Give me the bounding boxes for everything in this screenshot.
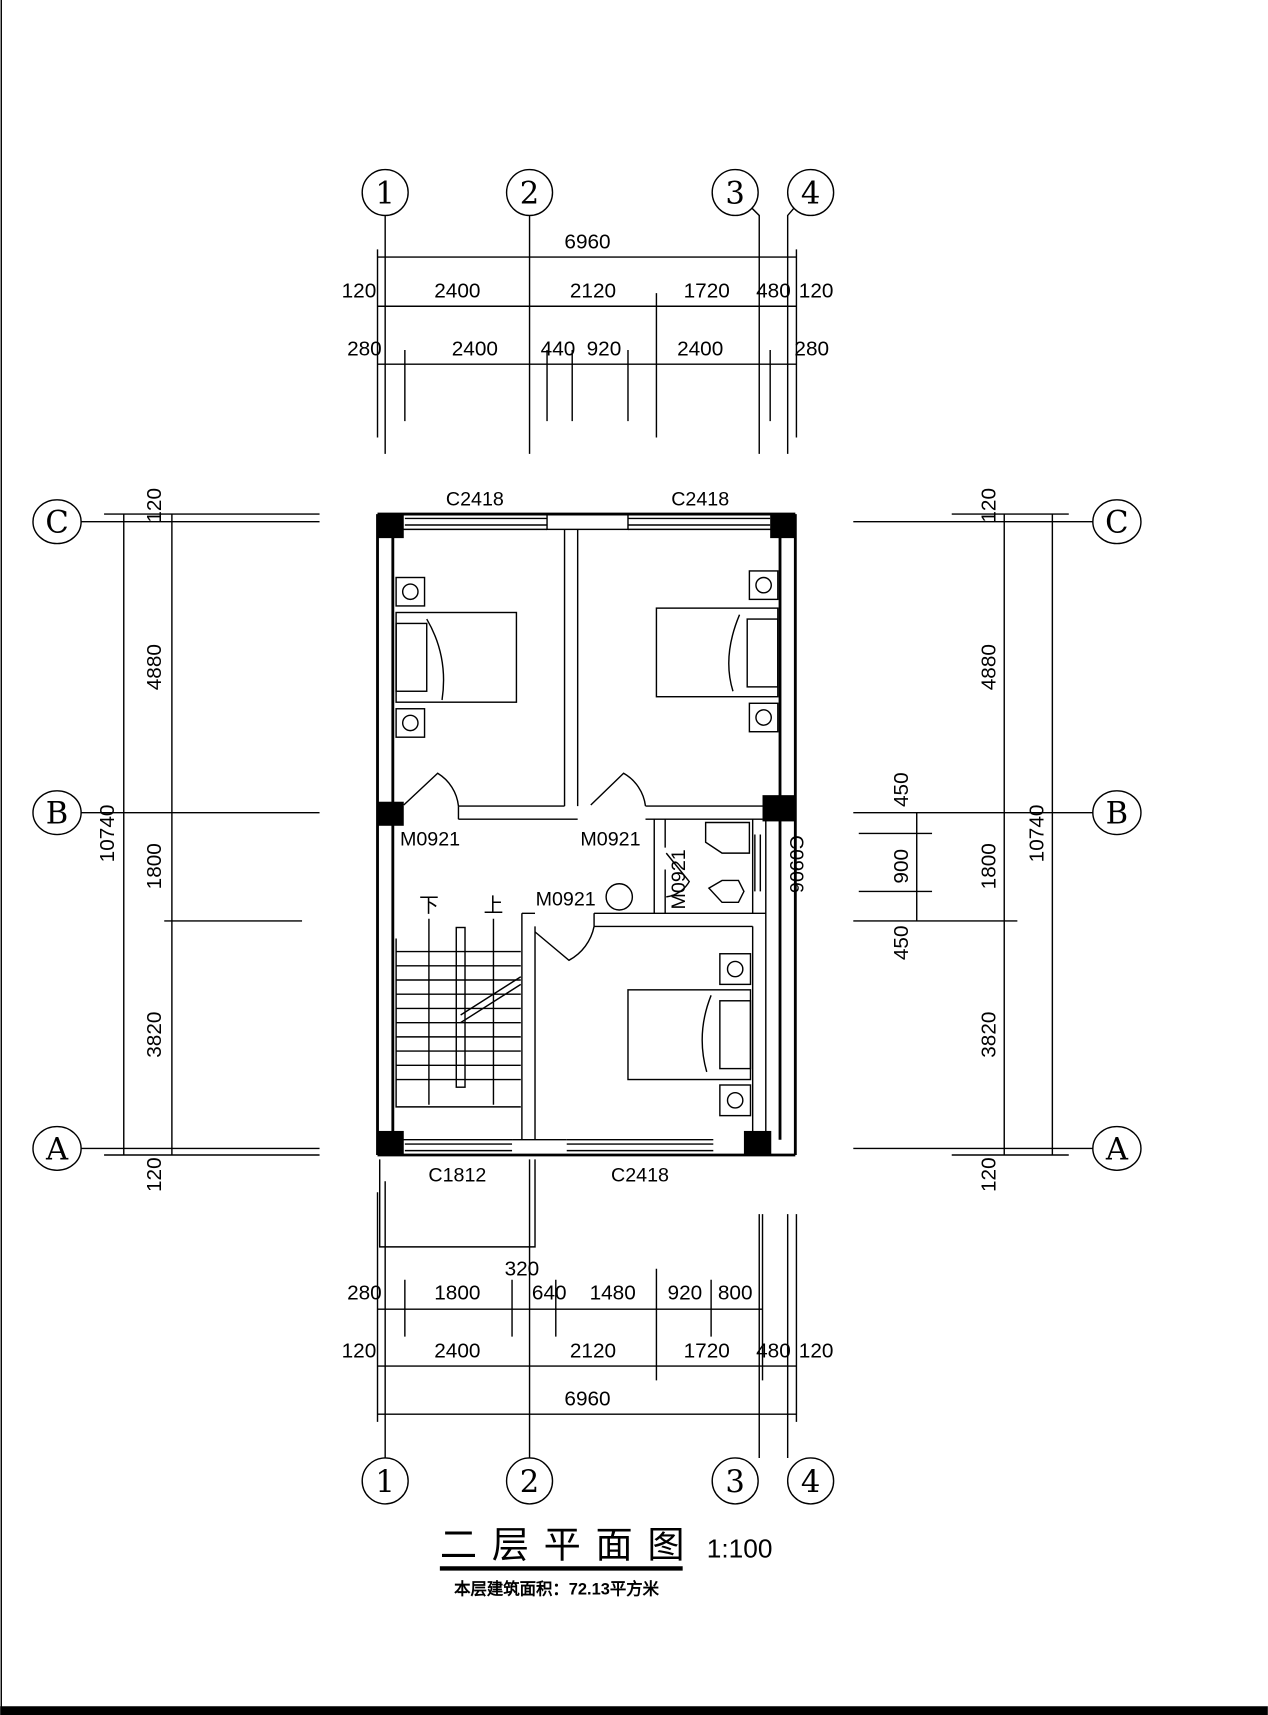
dim-bottom-total: 6960 bbox=[564, 1387, 610, 1410]
dim-right-win-1: 900 bbox=[890, 849, 913, 884]
axis-label-B: B bbox=[46, 797, 69, 832]
dim-right-0: 120 bbox=[977, 488, 1000, 523]
door-swing-3 bbox=[665, 852, 691, 898]
dim-left-3: 3820 bbox=[143, 1012, 166, 1058]
dim-bottom-r3-1: 1800 bbox=[434, 1281, 480, 1304]
dim-left-4: 120 bbox=[143, 1157, 166, 1192]
dim-bottom-r2-0: 120 bbox=[342, 1339, 377, 1362]
dim-top-r2-1: 2400 bbox=[434, 280, 480, 303]
right-dimensions: 120 4880 1800 3820 120 10740 450 900 450 bbox=[890, 488, 1054, 1192]
dim-bottom-r3-6: 800 bbox=[718, 1281, 753, 1304]
dim-bottom-r2-4: 480 bbox=[756, 1339, 791, 1362]
dim-right-2: 1800 bbox=[977, 843, 1000, 889]
dim-bottom-r3-0: 280 bbox=[347, 1281, 382, 1304]
shower-tray-icon bbox=[704, 821, 751, 854]
axis-label-B-right: B bbox=[1106, 797, 1129, 832]
dim-top-r2-2: 2120 bbox=[570, 280, 616, 303]
axis-label-2: 2 bbox=[520, 176, 539, 211]
dim-bottom-r2-2: 2120 bbox=[570, 1339, 616, 1362]
axis-label-A: A bbox=[45, 1132, 69, 1167]
bottom-dimensions: 6960 120 2400 2120 1720 480 120 280 1800… bbox=[342, 1159, 834, 1422]
door-label-1: M0921 bbox=[400, 828, 460, 850]
drawing-scale: 1:100 bbox=[707, 1534, 773, 1564]
axis-bubbles-top: 1 2 3 4 bbox=[361, 168, 835, 454]
bed-2 bbox=[655, 570, 779, 733]
axis-bubbles-bottom: 1 2 3 4 bbox=[361, 1159, 835, 1505]
stair-up-label: 上 bbox=[484, 895, 504, 917]
window-label-top-left: C2418 bbox=[446, 488, 504, 510]
top-dimensions: 6960 120 2400 2120 1720 480 120 280 2400… bbox=[342, 230, 834, 438]
window-label-top-right: C2418 bbox=[671, 488, 729, 510]
dim-bottom-r2-3: 1720 bbox=[684, 1339, 730, 1362]
dim-left-2: 1800 bbox=[143, 843, 166, 889]
dim-bottom-r3-3: 640 bbox=[532, 1281, 567, 1304]
dim-bottom-r2-5: 120 bbox=[799, 1339, 834, 1362]
bed-3 bbox=[627, 953, 752, 1117]
dim-right-1: 4880 bbox=[977, 644, 1000, 690]
dim-left-1: 4880 bbox=[143, 644, 166, 690]
axis-label-A-right: A bbox=[1105, 1132, 1129, 1167]
door-label-4: M0921 bbox=[536, 889, 596, 911]
axis-label-C: C bbox=[45, 506, 68, 541]
axis-bubbles-left: C B A bbox=[32, 499, 320, 1172]
toilet-icon bbox=[707, 879, 745, 904]
dim-left-0: 120 bbox=[143, 488, 166, 523]
building-walls bbox=[376, 512, 797, 1157]
dim-top-r3-2: 440 bbox=[541, 337, 576, 360]
stair-down-label: 下 bbox=[419, 895, 439, 917]
dim-bottom-r3-4: 1480 bbox=[590, 1281, 636, 1304]
axis-label-4: 4 bbox=[801, 176, 820, 211]
title-underline bbox=[439, 1566, 683, 1571]
dim-top-r2-0: 120 bbox=[342, 280, 377, 303]
dim-top-r3-4: 2400 bbox=[677, 337, 723, 360]
door-label-2: M0921 bbox=[580, 828, 640, 850]
dim-right-win-0: 450 bbox=[890, 772, 913, 807]
floor-area-note: 本层建筑面积：72.13平方米 bbox=[454, 1580, 660, 1599]
dim-top-r2-3: 1720 bbox=[684, 280, 730, 303]
door-swing-4 bbox=[534, 926, 595, 962]
door-label-3: M0921 bbox=[668, 849, 690, 909]
window-label-bottom-right: C2418 bbox=[611, 1164, 669, 1186]
dim-top-r2-4: 480 bbox=[756, 280, 791, 303]
door-swing-1 bbox=[403, 772, 460, 807]
axis-label-1: 1 bbox=[375, 176, 394, 211]
frame-bottom-bar bbox=[0, 1706, 1268, 1715]
dim-right-4: 120 bbox=[977, 1157, 1000, 1192]
axis-label-4-bottom: 4 bbox=[801, 1465, 820, 1500]
washbasin-icon bbox=[605, 883, 634, 911]
axis-label-2-bottom: 2 bbox=[520, 1465, 539, 1500]
axis-label-3-bottom: 3 bbox=[725, 1465, 744, 1500]
door-swing-2 bbox=[590, 772, 647, 807]
axis-label-C-right: C bbox=[1105, 506, 1128, 541]
dim-bottom-r3-5: 920 bbox=[668, 1281, 703, 1304]
window-label-bath: C0906 bbox=[785, 835, 807, 893]
drawing-title: 二 层 平 面 图 bbox=[440, 1524, 687, 1566]
dim-top-total: 6960 bbox=[564, 230, 610, 253]
dim-bottom-r2-1: 2400 bbox=[434, 1339, 480, 1362]
dim-right-win-2: 450 bbox=[890, 925, 913, 960]
window-label-bottom-left: C1812 bbox=[428, 1164, 486, 1186]
left-dimensions: 120 4880 1800 3820 120 10740 bbox=[96, 488, 173, 1192]
dim-top-r3-5: 280 bbox=[794, 337, 829, 360]
dim-top-r3-0: 280 bbox=[347, 337, 382, 360]
dim-right-total: 10740 bbox=[1026, 805, 1049, 863]
dim-top-r3-1: 2400 bbox=[452, 337, 498, 360]
axis-label-3: 3 bbox=[725, 176, 744, 211]
staircase bbox=[395, 918, 522, 1108]
dim-left-total: 10740 bbox=[96, 805, 119, 863]
axis-bubbles-right: C B A bbox=[853, 499, 1142, 1172]
axis-label-1-bottom: 1 bbox=[375, 1465, 394, 1500]
bed-1 bbox=[395, 576, 518, 738]
dim-right-3: 3820 bbox=[977, 1012, 1000, 1058]
dim-top-r2-5: 120 bbox=[799, 280, 834, 303]
dim-bottom-r3-2: 320 bbox=[505, 1257, 540, 1280]
dim-top-r3-3: 920 bbox=[587, 337, 622, 360]
